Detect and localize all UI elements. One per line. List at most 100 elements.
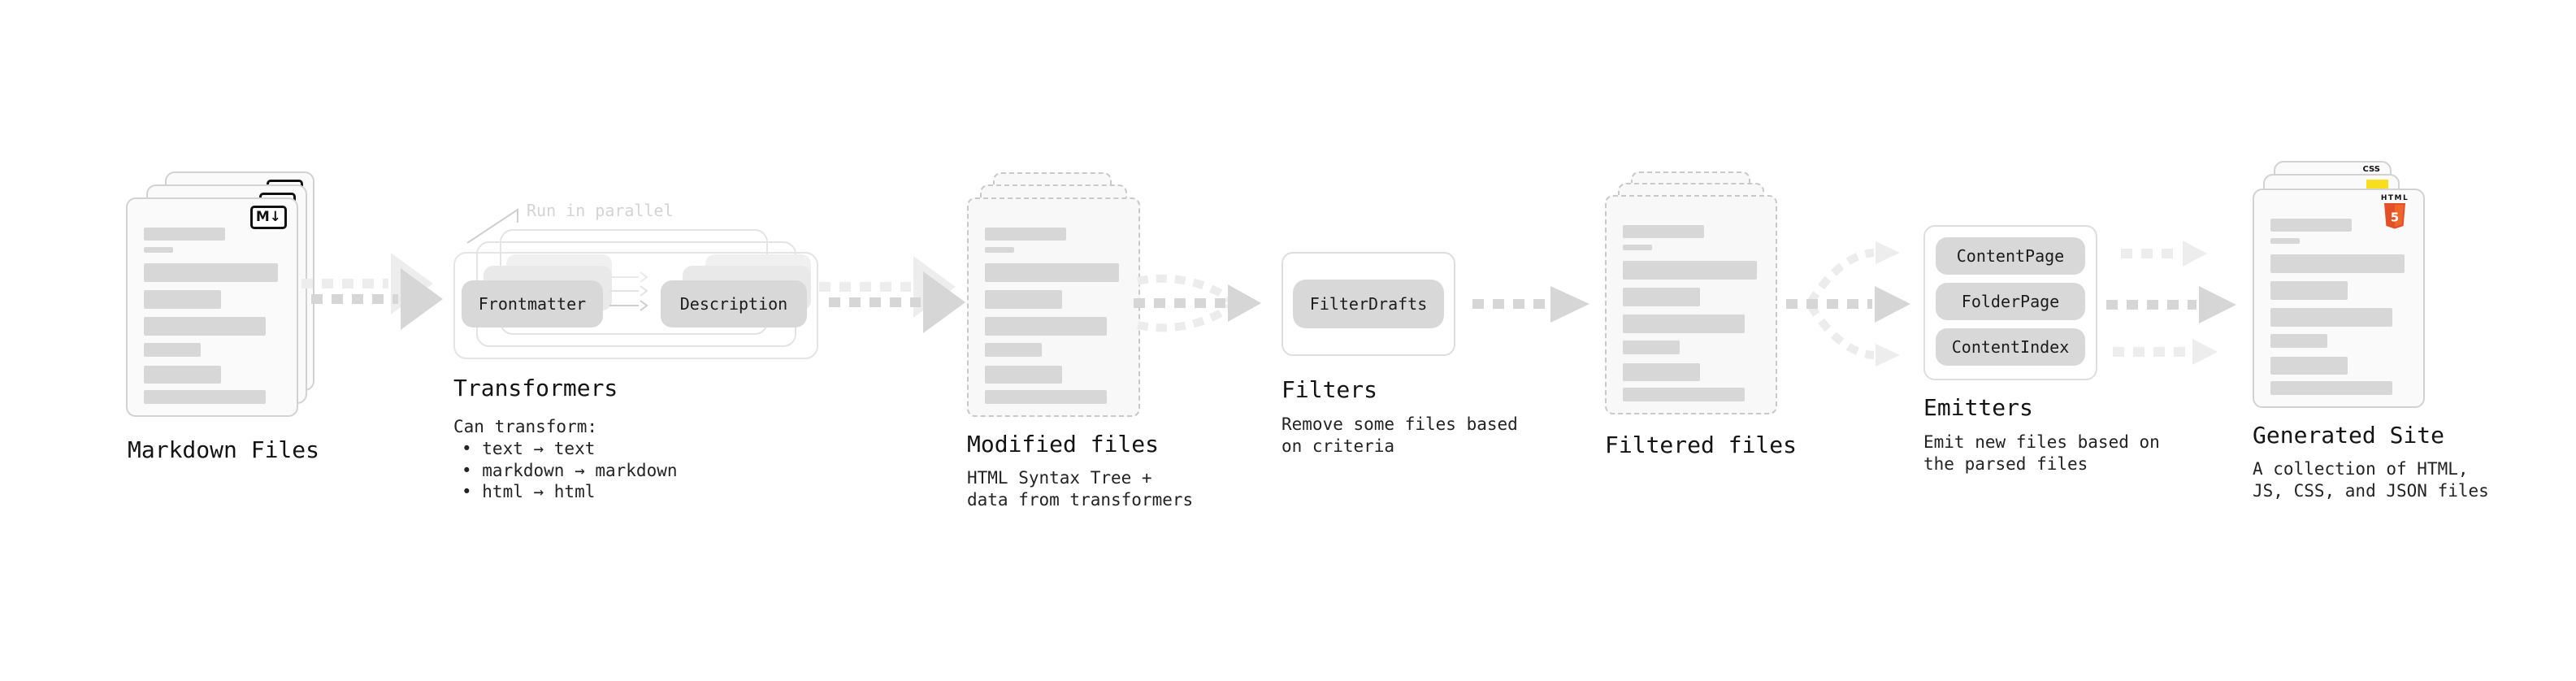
modified-files-label: Modified files xyxy=(967,431,1160,458)
text-line-placeholder xyxy=(144,366,221,384)
emitters-label: Emitters xyxy=(1923,394,2033,421)
text-line-placeholder xyxy=(2270,381,2392,395)
text-line-placeholder xyxy=(1623,288,1700,306)
text-line-placeholder xyxy=(1623,261,1757,280)
contentpage-chip: ContentPage xyxy=(1936,237,2085,275)
modified-files-caption: HTML Syntax Tree + data from transformer… xyxy=(967,468,1194,510)
text-line-placeholder xyxy=(144,228,225,241)
html5-icon: HTML 5 xyxy=(2378,195,2412,230)
text-line-placeholder xyxy=(1623,225,1704,238)
text-line-placeholder xyxy=(2270,219,2352,232)
filterdrafts-chip: FilterDrafts xyxy=(1293,280,1444,328)
text-line-placeholder xyxy=(144,317,266,336)
text-line-placeholder xyxy=(144,343,201,357)
text-line-placeholder xyxy=(144,390,266,404)
transformers-frame-front xyxy=(453,252,818,359)
text-line-placeholder xyxy=(144,290,221,309)
parallel-mini-arrows xyxy=(609,271,648,311)
arrow-head xyxy=(2199,286,2236,323)
run-in-parallel-annotation: Run in parallel xyxy=(527,201,674,220)
transformers-label: Transformers xyxy=(453,375,618,401)
run-in-parallel-callout-line xyxy=(466,208,518,244)
callout-line xyxy=(466,208,518,244)
generated-doc-front: HTML 5 xyxy=(2253,189,2425,408)
markdown-icon: M↓ xyxy=(249,206,287,229)
merge-curve-bottom xyxy=(1136,301,1235,332)
arrow-head xyxy=(1228,284,1261,322)
arrow-filters-to-filtered xyxy=(1472,286,1589,323)
text-line-placeholder xyxy=(1623,314,1745,333)
text-line-placeholder xyxy=(144,263,278,282)
text-line-placeholder xyxy=(1623,388,1745,401)
arrow-head xyxy=(401,268,443,330)
arrow-transformers-to-modified xyxy=(819,256,965,333)
arrow-head-light xyxy=(1876,241,1900,264)
modified-doc-front xyxy=(967,197,1140,417)
text-line-placeholder xyxy=(1623,245,1652,250)
text-line-placeholder xyxy=(985,290,1062,309)
css-badge-text: CSS xyxy=(2362,165,2380,174)
text-line-placeholder xyxy=(985,228,1066,241)
filtered-doc-front xyxy=(1605,195,1777,414)
mini-arrow-head xyxy=(640,300,648,311)
bullet-item: • text → text xyxy=(462,439,596,458)
arrow-head xyxy=(923,271,965,333)
dashed-arrow-dark xyxy=(311,268,443,330)
arrow-markdown-to-transformers xyxy=(301,253,443,330)
arrow-head-light xyxy=(1876,344,1900,367)
mini-arrow-head xyxy=(640,285,648,297)
html5-badge-word: HTML xyxy=(2380,194,2409,202)
transformers-caption: Can transform: • text → text • markdown … xyxy=(453,416,678,503)
dashed-arrow-dark xyxy=(829,271,965,333)
text-line-placeholder xyxy=(2270,334,2327,348)
arrow-head-light xyxy=(2183,241,2207,267)
arrow-head-light xyxy=(2192,339,2218,365)
filtered-files-label: Filtered files xyxy=(1605,432,1798,458)
html5-shield: 5 xyxy=(2384,203,2405,229)
fanout-curve-top xyxy=(1806,249,1875,305)
contentpage-chip-label: ContentPage xyxy=(1956,246,2065,266)
text-line-placeholder xyxy=(985,343,1042,357)
bullet-item: • html → html xyxy=(462,482,596,501)
merge-curve-top xyxy=(1136,274,1235,305)
arrow-head xyxy=(1875,286,1910,323)
emitters-caption: Emit new files based on the parsed files xyxy=(1923,432,2160,474)
contentindex-chip-label: ContentIndex xyxy=(1951,337,2070,357)
folderpage-chip: FolderPage xyxy=(1936,283,2085,320)
text-line-placeholder xyxy=(2270,308,2392,327)
generated-site-caption: A collection of HTML, JS, CSS, and JSON … xyxy=(2253,459,2489,501)
generated-site-label: Generated Site xyxy=(2253,422,2445,449)
caption-title: Can transform: xyxy=(453,417,598,436)
shield-right xyxy=(2395,205,2404,228)
text-line-placeholder xyxy=(144,247,173,253)
filters-label: Filters xyxy=(1281,376,1378,403)
arrow-modified-to-filters-merge xyxy=(1134,274,1261,332)
text-line-placeholder xyxy=(985,263,1119,282)
markdown-files-label: Markdown Files xyxy=(128,436,320,463)
arrows-emitters-to-generated xyxy=(2106,241,2236,365)
filterdrafts-chip-label: FilterDrafts xyxy=(1309,294,1428,314)
text-line-placeholder xyxy=(985,366,1062,384)
text-line-placeholder xyxy=(2270,238,2300,244)
markdown-doc-front: M↓ xyxy=(126,197,298,417)
filters-caption: Remove some files based on criteria xyxy=(1281,414,1518,456)
frontmatter-chip: Frontmatter xyxy=(462,280,603,327)
text-line-placeholder xyxy=(1623,340,1680,354)
mini-arrow-head xyxy=(640,271,648,283)
arrow-head xyxy=(1550,286,1589,323)
bullet-item: • markdown → markdown xyxy=(462,460,678,480)
text-line-placeholder xyxy=(985,390,1107,404)
text-line-placeholder xyxy=(2270,281,2348,300)
text-line-placeholder xyxy=(2270,254,2405,273)
folderpage-chip-label: FolderPage xyxy=(1961,292,2060,311)
frontmatter-chip-label: Frontmatter xyxy=(478,294,587,314)
text-line-placeholder xyxy=(985,317,1107,336)
arrow-filtered-to-emitters-fanout xyxy=(1786,241,1910,367)
text-line-placeholder xyxy=(985,247,1014,253)
html5-number: 5 xyxy=(2391,210,2399,225)
text-line-placeholder xyxy=(1623,363,1700,381)
text-line-placeholder xyxy=(2270,357,2348,375)
description-chip-label: Description xyxy=(679,294,788,314)
fanout-curve-bottom xyxy=(1806,303,1875,359)
